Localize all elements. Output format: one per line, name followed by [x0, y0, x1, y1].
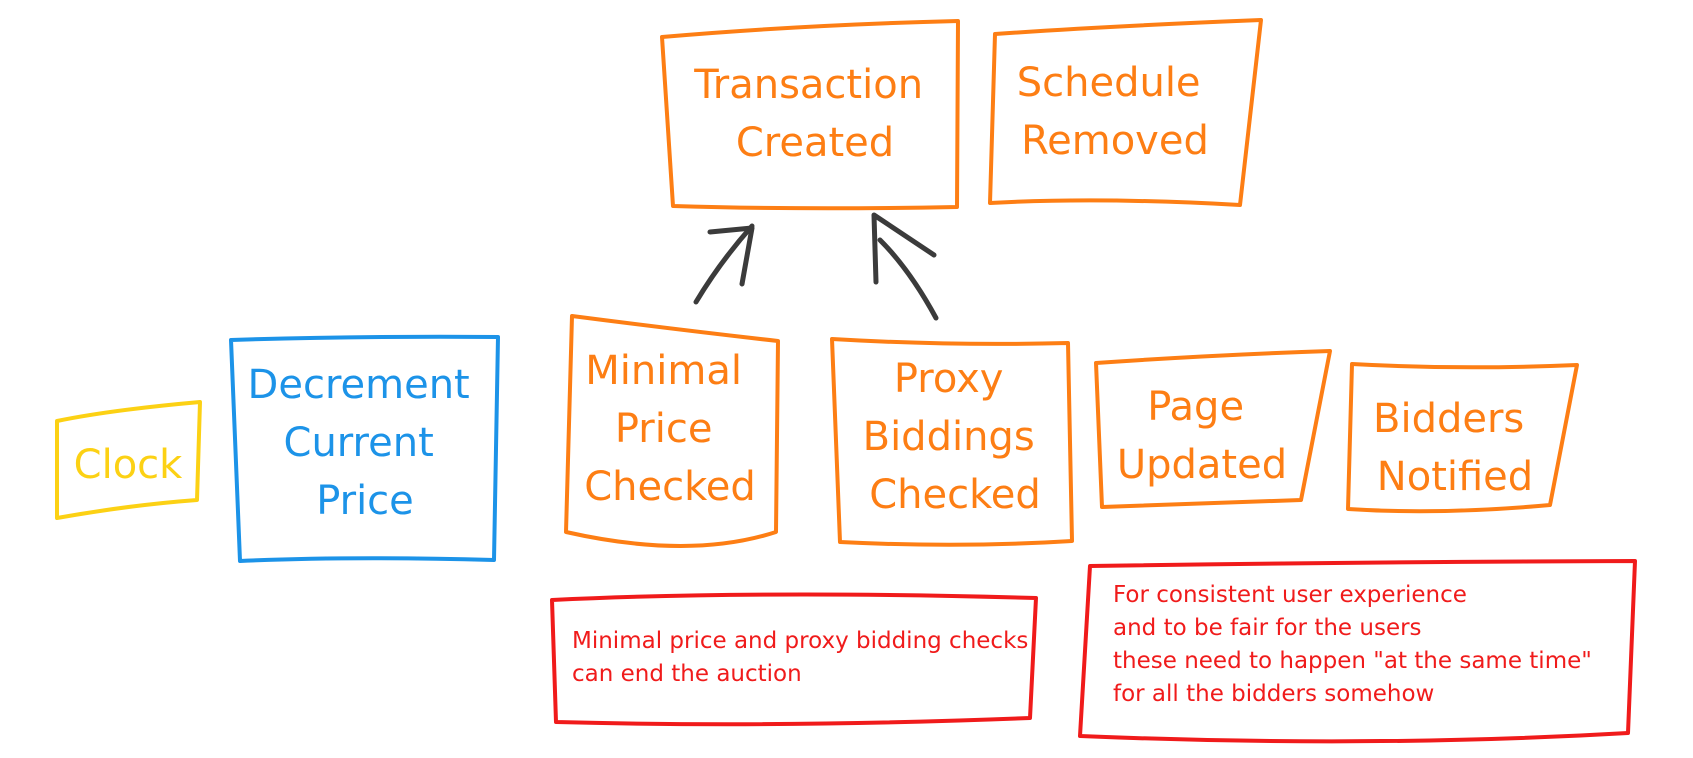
decrement-current-price-command-sticky[interactable]: Decrement Current Price — [229, 334, 500, 563]
svg-text:Decrement Current: Decrement Current Price — [248, 362, 483, 524]
schedule-removed-event-sticky[interactable]: Schedule Removed — [988, 18, 1263, 207]
consistency-note[interactable]: For consistent user experience and to be… — [1078, 559, 1637, 744]
schedule-removed-label-line-2: Removed — [1021, 118, 1209, 164]
page-updated-event-sticky[interactable]: Page Updated — [1094, 349, 1332, 509]
transaction-created-event-sticky[interactable]: Transaction Created — [660, 19, 960, 211]
auction-end-note-line-1: Minimal price and proxy bidding checks — [572, 628, 1028, 654]
svg-text:For consistent user experience: For consistent user experience and to be… — [1113, 582, 1599, 707]
proxy-biddings-checked-label-line-1: Proxy — [894, 356, 1004, 402]
transaction-created-label-line-2: Created — [736, 120, 894, 166]
transaction-created-label-line-1: Transaction — [693, 62, 923, 108]
svg-text:Clock: Clock — [74, 442, 184, 488]
arrow-minimal-to-transaction — [693, 223, 755, 305]
proxy-biddings-checked-event-sticky[interactable]: Proxy Biddings Checked — [830, 337, 1074, 547]
proxy-biddings-checked-label-line-2: Biddings — [863, 414, 1035, 460]
bidders-notified-label-line-2: Notified — [1377, 454, 1533, 500]
arrow-proxy-to-transaction — [871, 212, 939, 321]
clock-label-line: Clock — [74, 442, 184, 488]
svg-text:Page Updated: Page Updated — [1117, 384, 1287, 488]
decrement-current-price-label-line-2: Current — [284, 420, 434, 466]
svg-text:Minimal price and proxy biddin: Minimal price and proxy bidding checks c… — [572, 628, 1036, 687]
decrement-current-price-label-line-3: Price — [316, 478, 414, 524]
minimal-price-checked-label-line-2: Price — [615, 406, 713, 452]
minimal-price-checked-event-sticky[interactable]: Minimal Price Checked — [564, 314, 780, 548]
decrement-current-price-label-line-1: Decrement — [248, 362, 470, 408]
minimal-price-checked-label-line-3: Checked — [584, 464, 756, 510]
bidders-notified-event-sticky[interactable]: Bidders Notified — [1346, 362, 1579, 514]
consistency-note-line-3: these need to happen "at the same time" — [1113, 648, 1592, 674]
consistency-note-line-4: for all the bidders somehow — [1113, 681, 1434, 707]
consistency-note-line-1: For consistent user experience — [1113, 582, 1467, 608]
consistency-note-line-2: and to be fair for the users — [1113, 615, 1422, 641]
svg-text:Minimal Price Chec: Minimal Price Checked — [584, 348, 756, 510]
bidders-notified-label-line-1: Bidders — [1373, 396, 1524, 442]
svg-text:Proxy Biddings Che: Proxy Biddings Checked — [863, 356, 1048, 518]
svg-text:Transaction Created: Transaction Created — [693, 62, 936, 166]
proxy-biddings-checked-label-line-3: Checked — [869, 472, 1041, 518]
auction-end-note-line-2: can end the auction — [572, 661, 802, 687]
page-updated-label-line-1: Page — [1147, 384, 1244, 430]
page-updated-label-line-2: Updated — [1117, 442, 1287, 488]
minimal-price-checked-label-line-1: Minimal — [585, 348, 742, 394]
svg-text:Schedule Removed: Schedule Removed — [1017, 60, 1214, 164]
clock-actor-sticky[interactable]: Clock — [55, 400, 202, 520]
auction-end-note[interactable]: Minimal price and proxy bidding checks c… — [550, 592, 1038, 727]
svg-text:Bidders Notified: Bidders Notified — [1373, 396, 1537, 500]
schedule-removed-label-line-1: Schedule — [1017, 60, 1201, 106]
